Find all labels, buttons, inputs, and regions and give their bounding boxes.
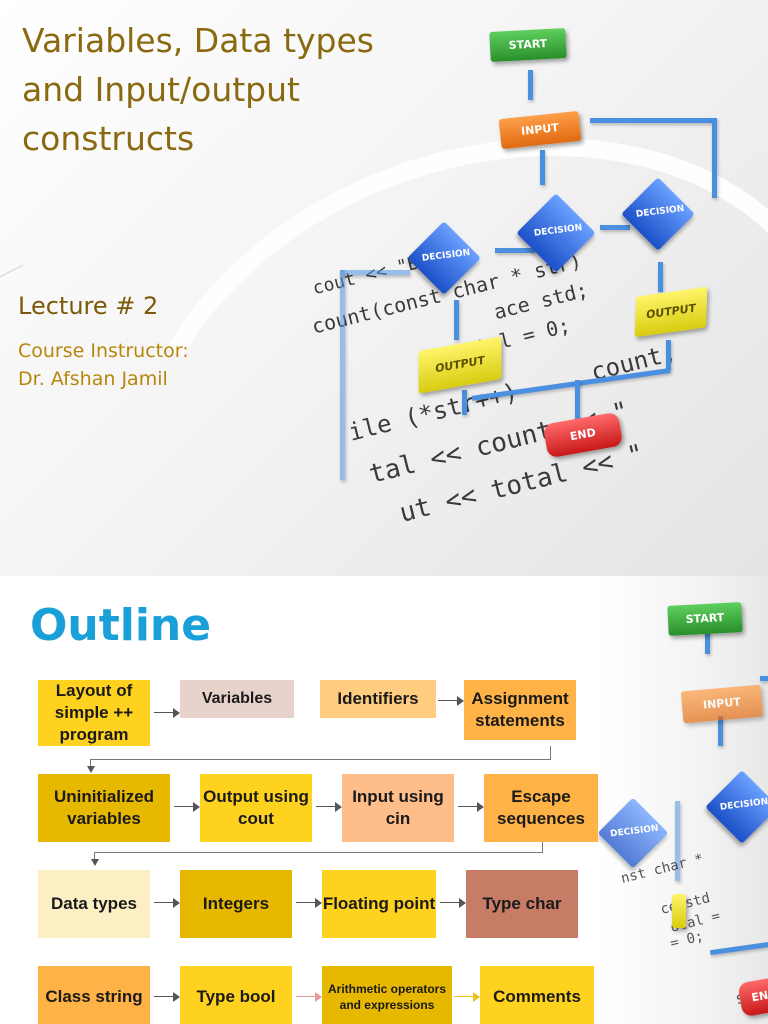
outline-item-label: Type char	[482, 894, 562, 913]
lecture-number: Lecture # 2	[18, 292, 159, 320]
flowchart-input-icon: INPUT	[680, 684, 764, 724]
row-connector	[90, 759, 550, 760]
input-label: INPUT	[520, 121, 560, 138]
side-flowchart: nst char * ce std otal = = 0; str START …	[597, 576, 768, 1024]
outline-item: Type bool	[180, 966, 292, 1024]
arrow-icon	[296, 992, 322, 1002]
input-label: INPUT	[702, 695, 742, 712]
flow-arrow	[340, 270, 345, 480]
arrow-icon	[296, 898, 322, 908]
row-connector	[550, 746, 551, 760]
outline-item: Arithmetic operators and expressions	[322, 966, 452, 1024]
flowchart-decision-icon: DECISION	[597, 797, 669, 869]
arrow-icon	[154, 708, 180, 718]
flow-arrow	[600, 225, 630, 230]
flow-arrow	[575, 380, 580, 420]
decision-label: DECISION	[609, 823, 660, 840]
arrow-down-icon	[87, 766, 95, 773]
outline-item: Identifiers	[320, 680, 436, 718]
flow-arrow	[709, 941, 768, 956]
row-connector	[542, 842, 543, 853]
output-label: OUTPUT	[645, 301, 697, 322]
instructor-label: Course Instructor:	[18, 340, 189, 362]
start-label: START	[508, 37, 548, 53]
row-connector	[94, 852, 95, 860]
outline-item: Output using cout	[200, 774, 312, 842]
outline-item: Variables	[180, 680, 294, 718]
flow-arrow	[454, 300, 459, 340]
end-label: EN	[750, 988, 768, 1005]
slide-title: Variables, Data types and Input/output c…	[22, 21, 374, 158]
flow-arrow	[495, 248, 535, 253]
outline-item: Class string	[38, 966, 150, 1024]
output-label: OUTPUT	[435, 353, 485, 376]
outline-item-label: Variables	[201, 690, 273, 707]
outline-item-label: Floating point	[322, 894, 436, 913]
arrow-icon	[174, 802, 200, 812]
decision-label: DECISION	[635, 203, 685, 220]
outline-item-label: Data types	[51, 894, 137, 913]
outline-item-label: Identifiers	[337, 689, 419, 708]
flow-arrow	[540, 150, 545, 185]
outline-slide: nst char * ce std otal = = 0; str START …	[0, 576, 768, 1024]
decision-label: DECISION	[421, 247, 471, 264]
outline-item: Type char	[466, 870, 578, 938]
outline-item: Floating point	[322, 870, 436, 938]
flow-arrow	[705, 628, 710, 654]
flowchart-decision-icon: DECISION	[705, 770, 768, 844]
flowchart-start-icon: START	[667, 602, 743, 636]
arrow-icon	[454, 992, 480, 1002]
flow-arrow	[528, 70, 533, 100]
flowchart-start-icon: START	[489, 28, 567, 62]
flow-arrow	[658, 262, 663, 292]
outline-item-label: Layout of simple ++ program	[54, 681, 134, 744]
outline-item-label: Input using cin	[352, 787, 444, 828]
outline-item: Comments	[480, 966, 594, 1024]
outline-item-label: Escape sequences	[497, 787, 585, 828]
row-connector	[94, 852, 542, 853]
outline-item: Layout of simple ++ program	[38, 680, 150, 746]
outline-item: Uninitialized variables	[38, 774, 170, 842]
outline-item-label: Uninitialized variables	[53, 787, 155, 828]
outline-item: Data types	[38, 870, 150, 938]
outline-item: Integers	[180, 870, 292, 938]
decision-label: DECISION	[719, 796, 768, 813]
decision-label: DECISION	[533, 222, 583, 239]
flow-arrow	[666, 340, 671, 370]
instructor-name: Dr. Afshan Jamil	[18, 368, 168, 390]
outline-item: Escape sequences	[484, 774, 598, 842]
arrow-icon	[316, 802, 342, 812]
outline-item: Assignment statements	[464, 680, 576, 740]
outline-item-label: Assignment statements	[471, 689, 569, 730]
arrow-icon	[458, 802, 484, 812]
flowchart-output-icon	[672, 894, 686, 928]
outline-item-label: Integers	[202, 894, 270, 913]
arrow-icon	[438, 696, 464, 706]
flowchart-end-icon: EN	[737, 976, 768, 1018]
outline-item-label: Class string	[45, 987, 143, 1006]
outline-title: Outline	[30, 600, 212, 651]
arrow-icon	[440, 898, 466, 908]
arrow-icon	[154, 898, 180, 908]
flow-arrow	[340, 270, 410, 275]
start-label: START	[685, 611, 725, 627]
arrow-icon	[154, 992, 180, 1002]
arrow-down-icon	[91, 859, 99, 866]
flow-arrow	[675, 801, 680, 881]
flow-arrow	[590, 118, 715, 123]
flow-arrow	[712, 118, 717, 198]
row-connector	[90, 759, 91, 767]
outline-item-label: Output using cout	[203, 787, 309, 828]
flow-arrow	[760, 676, 768, 681]
flow-arrow	[718, 716, 723, 746]
flow-arrow	[462, 390, 467, 415]
title-slide: cout << "Bye"; count(const char * str) a…	[0, 0, 768, 576]
end-label: END	[569, 425, 597, 444]
outline-item-label: Comments	[493, 987, 581, 1006]
outline-item-label: Type bool	[196, 987, 276, 1006]
outline-item: Input using cin	[342, 774, 454, 842]
row-connector	[90, 744, 91, 745]
outline-item-label: Arithmetic operators and expressions	[327, 982, 447, 1012]
